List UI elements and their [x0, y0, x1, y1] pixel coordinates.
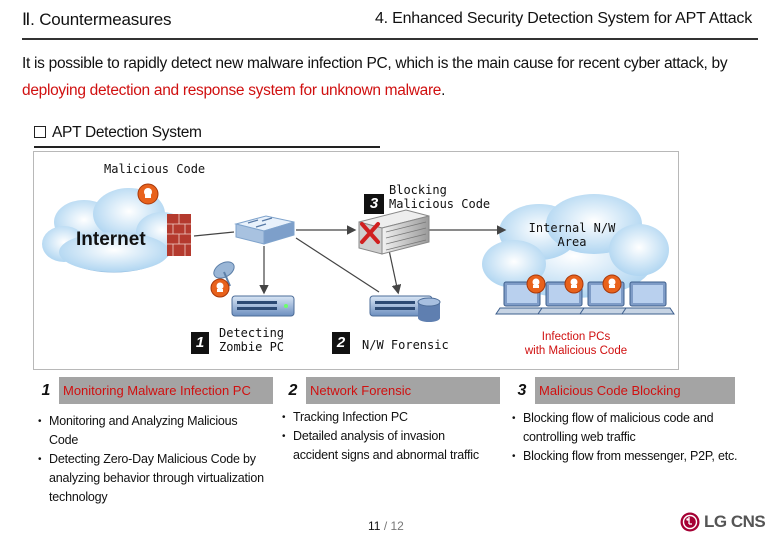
blocking-label: Blocking Malicious Code	[389, 183, 490, 211]
database-icon	[417, 297, 441, 322]
column-3-bullets: Blocking flow of malicious code and cont…	[512, 409, 762, 466]
infection-pcs-label: Infection PCs with Malicious Code	[506, 330, 646, 358]
diagram-graphics	[42, 183, 675, 322]
page-total: / 12	[383, 519, 404, 533]
page-current: 11	[368, 519, 381, 533]
bullet-item: Monitoring and Analyzing Malicious Code	[38, 412, 266, 450]
malware-skull-icon	[210, 278, 230, 298]
forensic-label: N/W Forensic	[362, 338, 449, 352]
intro-highlight: deploying detection and response system …	[22, 82, 442, 99]
column-2-title: Network Forensic	[310, 383, 412, 398]
blocking-server-icon	[358, 209, 430, 255]
lg-logo-icon	[680, 512, 700, 532]
section-title: APT Detection System	[34, 124, 202, 142]
section-heading: Ⅱ. Countermeasures	[22, 10, 172, 29]
section-title-text: APT Detection System	[52, 124, 202, 141]
infection-label-line1: Infection PCs	[541, 331, 611, 343]
internal-area-label: Internal N/W Area	[522, 221, 622, 249]
internal-area-line1: Internal N/W	[528, 221, 616, 235]
bullet-item: Blocking flow from messenger, P2P, etc.	[512, 447, 762, 466]
column-1-header: 1 Monitoring Malware Infection PC	[33, 377, 273, 404]
sensor-dish-icon	[213, 261, 235, 287]
intro-paragraph: It is possible to rapidly detect new mal…	[22, 50, 752, 104]
internet-label: Internet	[76, 229, 146, 250]
internal-area-line2: Area	[557, 235, 587, 249]
bullet-item: Tracking Infection PC	[282, 408, 487, 427]
bullet-item: Detailed analysis of invasion accident s…	[282, 427, 487, 465]
column-3-number: 3	[509, 377, 535, 404]
step-2-badge: 2	[332, 332, 350, 354]
blocking-label-line2: Malicious Code	[389, 197, 491, 211]
slide-title: 4. Enhanced Security Detection System fo…	[374, 10, 752, 27]
malware-skull-icon	[526, 274, 546, 294]
blocking-label-line1: Blocking	[389, 183, 447, 197]
step-1-badge: 1	[191, 332, 209, 354]
column-1-title: Monitoring Malware Infection PC	[63, 383, 251, 398]
intro-text-2: .	[441, 82, 446, 99]
column-3-title: Malicious Code Blocking	[539, 383, 681, 398]
header-divider	[22, 38, 758, 40]
column-1-number: 1	[33, 377, 59, 404]
malware-skull-icon	[564, 274, 584, 294]
malicious-code-label: Malicious Code	[104, 162, 206, 176]
step-3-badge: 3	[364, 194, 384, 214]
column-2-number: 2	[280, 377, 306, 404]
detecting-label: Detecting Zombie PC	[219, 326, 284, 354]
malware-skull-icon	[137, 183, 159, 205]
checkbox-bullet-icon	[34, 126, 46, 138]
detecting-label-line2: Zombie PC	[219, 340, 285, 354]
detecting-server-icon	[231, 295, 295, 317]
column-3-header: 3 Malicious Code Blocking	[509, 377, 735, 404]
bullet-item: Blocking flow of malicious code and cont…	[512, 409, 762, 447]
column-1-bullets: Monitoring and Analyzing Malicious Code …	[38, 412, 266, 507]
malware-skull-icon	[602, 274, 622, 294]
firewall-icon	[167, 214, 191, 256]
section-title-underline	[34, 146, 380, 148]
bullet-item: Detecting Zero-Day Malicious Code by ana…	[38, 450, 266, 507]
company-logo: LG CNS	[680, 512, 766, 532]
column-2-header: 2 Network Forensic	[280, 377, 500, 404]
page-number: 11 / 12	[368, 519, 404, 533]
column-2-bullets: Tracking Infection PC Detailed analysis …	[282, 408, 487, 465]
logo-text: LG CNS	[704, 512, 766, 531]
intro-text-1: It is possible to rapidly detect new mal…	[22, 55, 728, 72]
infected-laptops-icon	[495, 281, 675, 315]
infection-label-line2: with Malicious Code	[524, 345, 628, 357]
detecting-label-line1: Detecting	[219, 326, 285, 340]
apt-diagram: Malicious Code Internet 3 Blocking Malic…	[33, 151, 679, 370]
network-switch-icon	[234, 215, 295, 245]
